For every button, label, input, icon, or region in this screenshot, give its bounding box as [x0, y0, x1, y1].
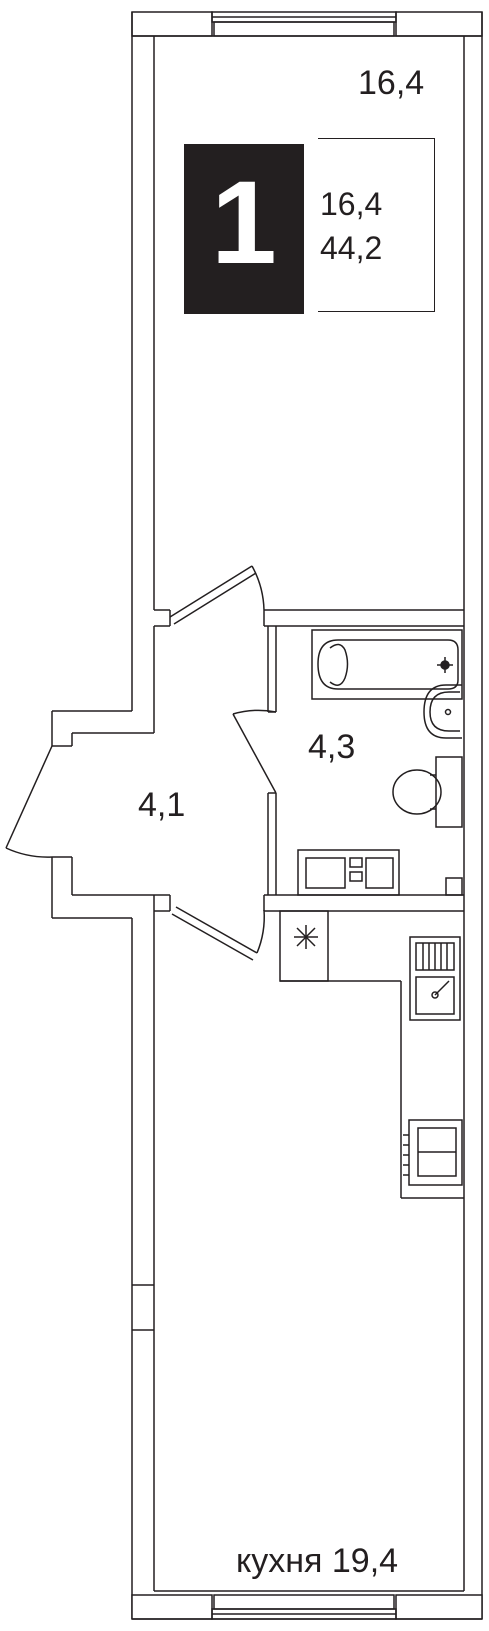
kitchen-sink [409, 936, 461, 1021]
kitchen-stove [403, 1119, 463, 1186]
living-door [169, 565, 265, 625]
total-area-summary: 44,2 [320, 230, 383, 266]
hallway-area: 4,1 [138, 786, 186, 824]
boiler-cabinet [279, 910, 401, 982]
kitchen-door [171, 906, 265, 961]
washing-machine [297, 849, 400, 896]
left-window [132, 1284, 154, 1331]
bathroom-area: 4,3 [308, 728, 356, 766]
living-area-summary: 16,4 [320, 186, 383, 222]
rooms-count: 1 [211, 157, 277, 289]
kitchen-label: кухня 19,4 [236, 1542, 399, 1580]
living-room-area: 16,4 [358, 64, 425, 102]
bottom-window [211, 1594, 397, 1620]
top-wall [131, 11, 483, 37]
bathroom-door [232, 709, 277, 794]
area-summary-box [318, 138, 435, 312]
bathtub [311, 629, 463, 700]
right-wall [463, 12, 483, 1619]
left-wall-lower [51, 856, 171, 1619]
kitchen-counter [400, 981, 464, 1199]
bathroom-walls [263, 609, 464, 912]
washbasin [423, 684, 462, 739]
left-wall-upper [51, 12, 171, 747]
rooms-count-badge: 1 [184, 144, 304, 314]
toilet [392, 756, 463, 828]
entrance-door [5, 745, 53, 858]
riser [445, 877, 463, 896]
top-window [211, 11, 397, 37]
